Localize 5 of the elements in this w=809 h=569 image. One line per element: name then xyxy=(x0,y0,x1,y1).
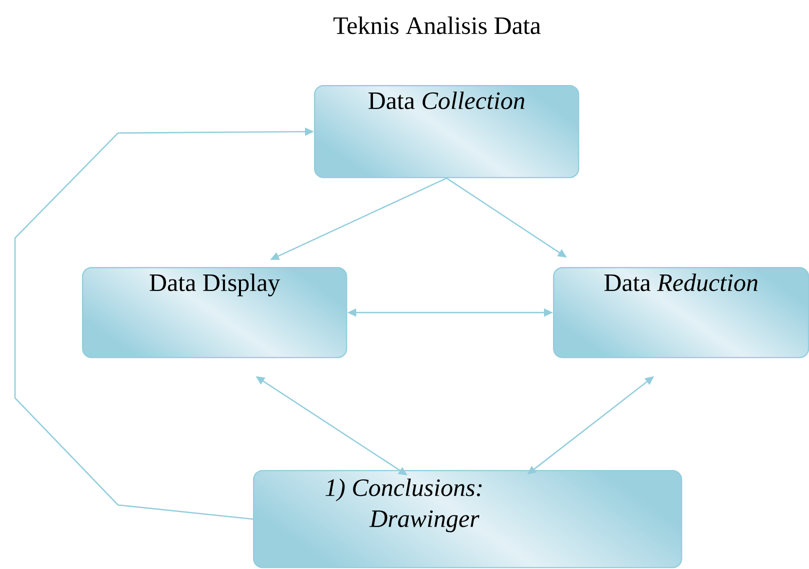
process-box: Data Collection xyxy=(314,85,580,178)
title: Teknis Analisis Data xyxy=(334,16,541,34)
process-box: Data Display xyxy=(82,266,348,358)
process-box: 1) Conclusions: Drawinger xyxy=(253,470,682,568)
process-box: Data Reduction xyxy=(553,266,809,358)
